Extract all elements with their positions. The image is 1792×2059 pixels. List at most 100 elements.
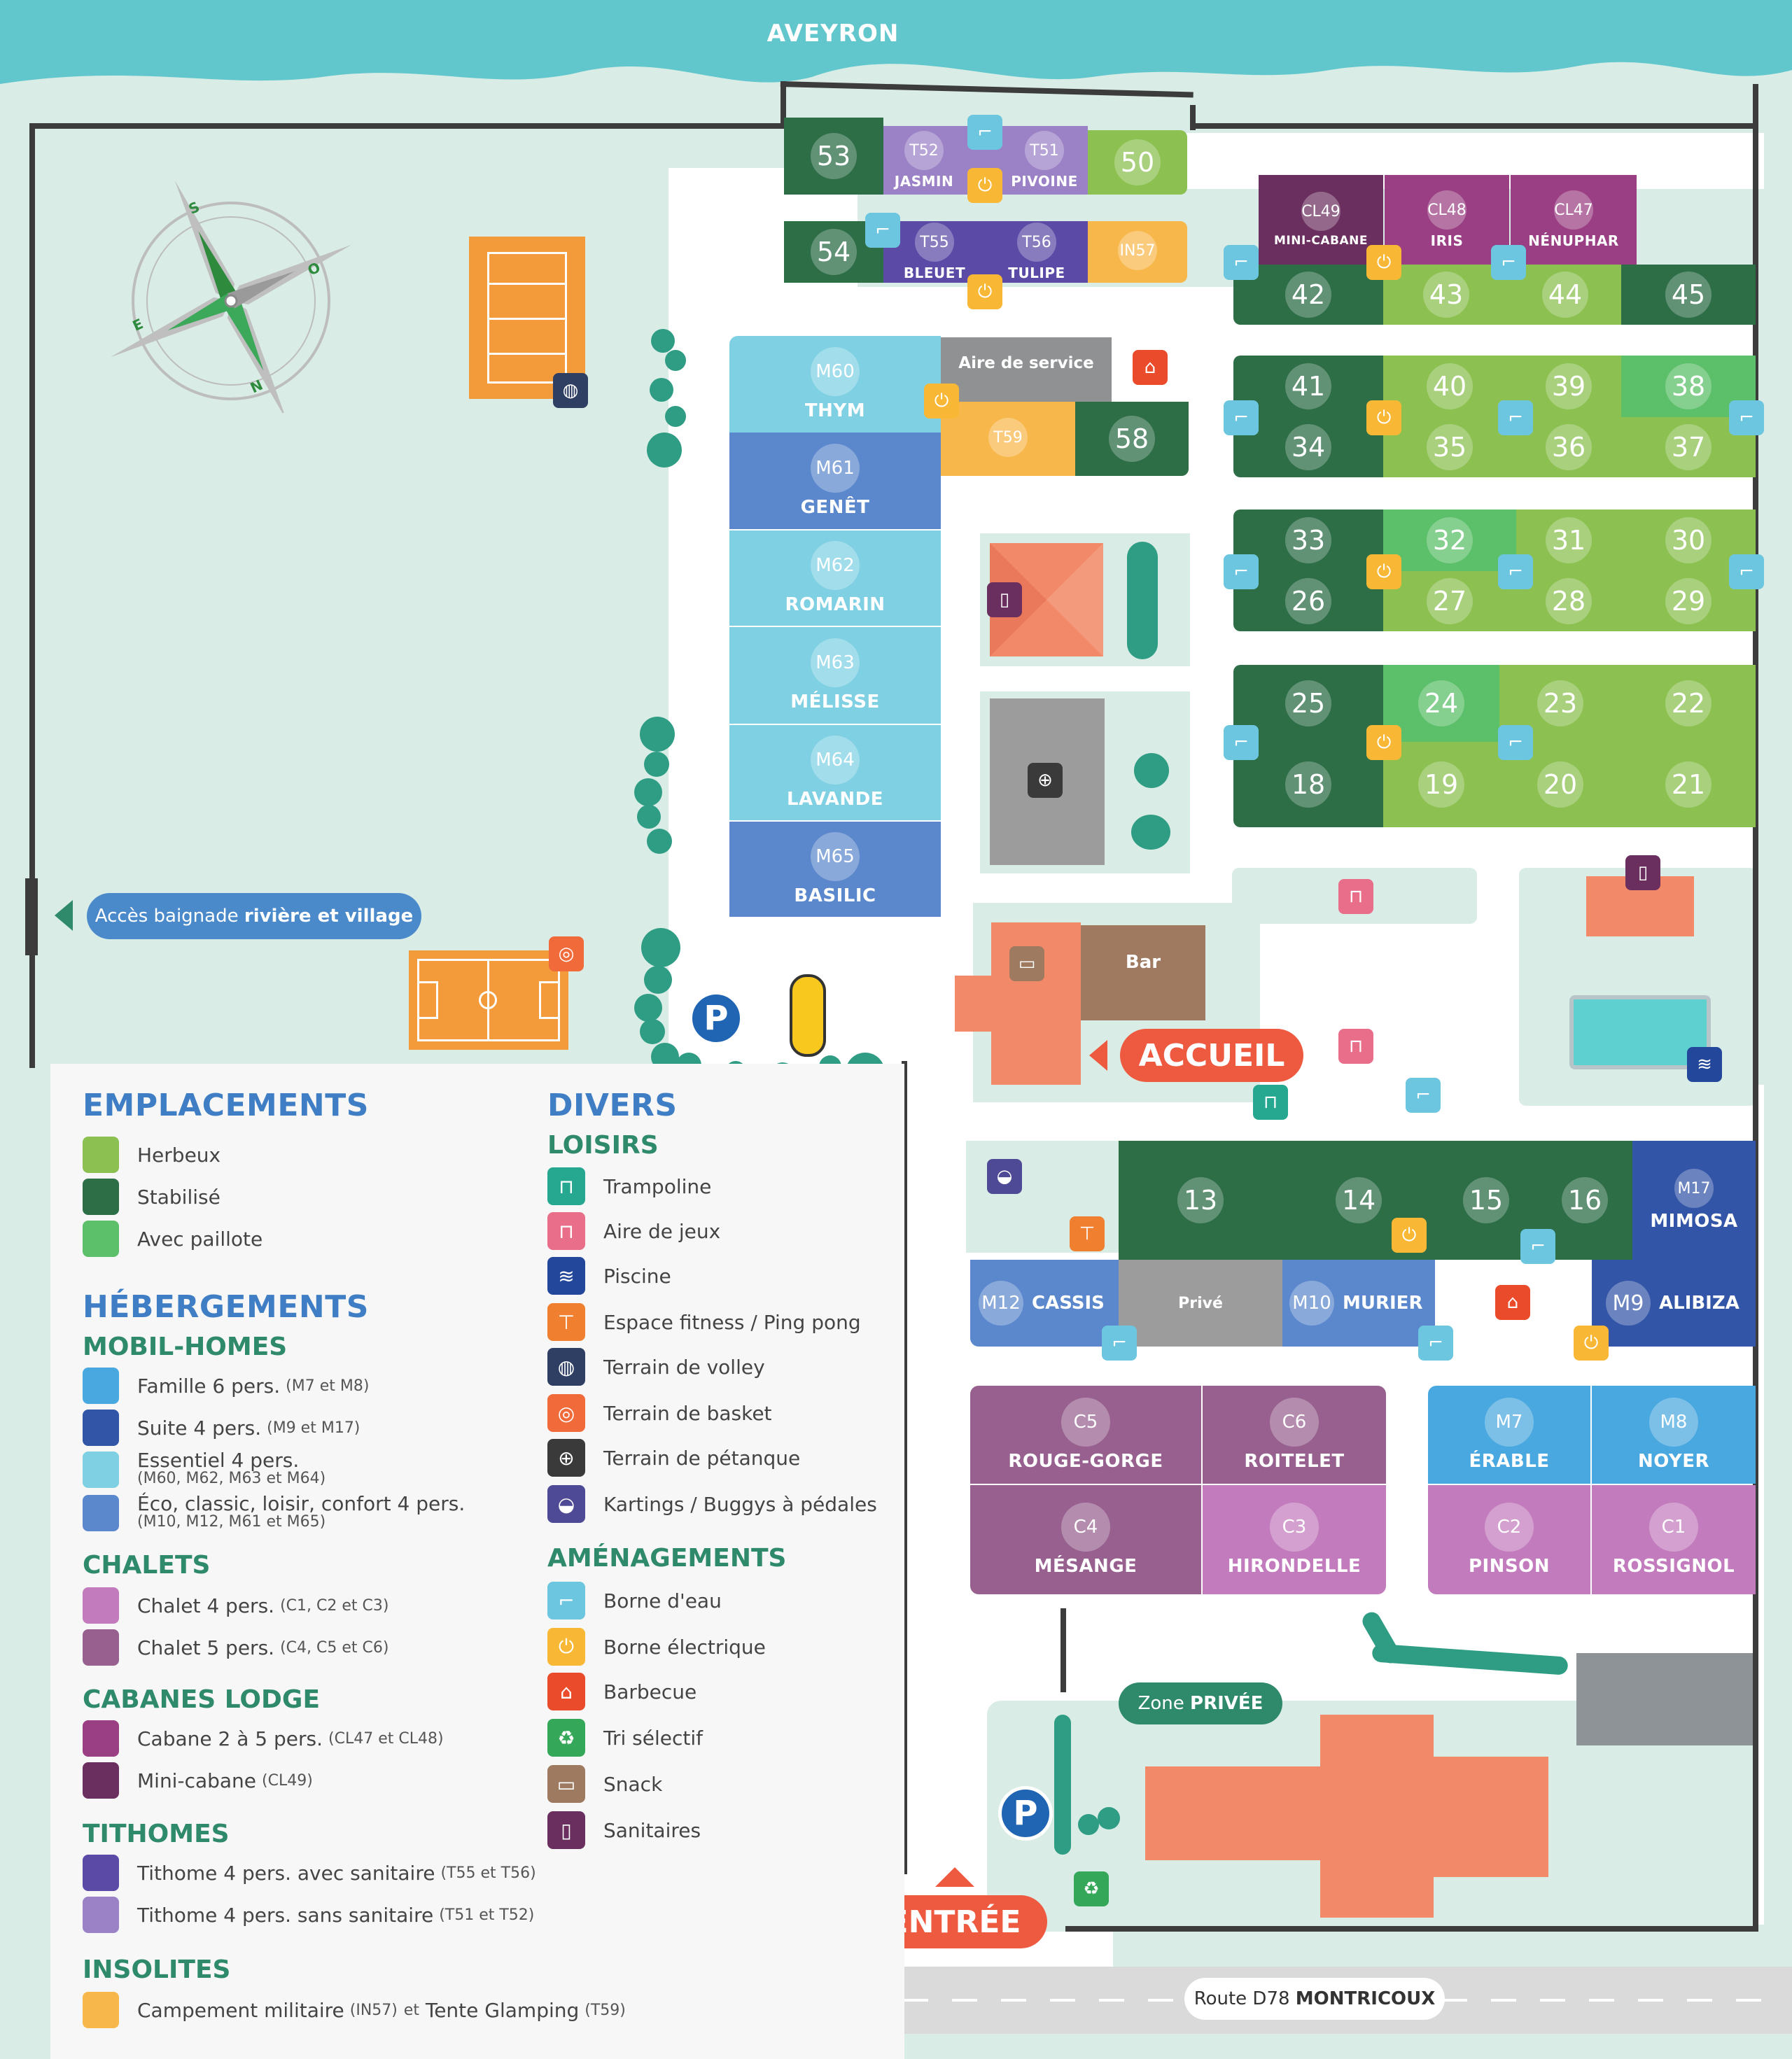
pitch-15[interactable]: 15 — [1435, 1141, 1537, 1260]
legend-loisirs-title: LOISIRS — [547, 1131, 659, 1160]
legend-trampoline: ⊓Trampoline — [547, 1167, 711, 1205]
pitch-43[interactable]: 43 — [1383, 265, 1509, 325]
insolite-in57[interactable]: IN57 — [1088, 221, 1187, 283]
service-area-label: Aire de service — [958, 354, 1094, 372]
legend-borne-electrique: ⏻Borne électrique — [547, 1628, 766, 1666]
tree — [1134, 753, 1169, 788]
access-river-village-label[interactable]: Accès baignade rivière et village — [87, 893, 421, 939]
legend-cabane: Cabane 2 à 5 pers.(CL47 et CL48) — [83, 1720, 444, 1757]
tree — [665, 406, 686, 427]
legend-paillote: Avec paillote — [83, 1221, 262, 1257]
pitch-22[interactable]: 22 — [1621, 665, 1756, 742]
pitch-29[interactable]: 29 — [1621, 571, 1756, 631]
pitch-23[interactable]: 23 — [1499, 665, 1621, 742]
pitch-31[interactable]: 31 — [1516, 510, 1621, 571]
pitch-50[interactable]: 50 — [1088, 130, 1187, 195]
playground-icon: ⊓ — [1338, 879, 1373, 914]
volleyball-icon: ◍ — [547, 1348, 585, 1386]
pitch-45[interactable]: 45 — [1621, 265, 1756, 325]
pitch-21[interactable]: 21 — [1621, 742, 1756, 827]
swatch — [83, 1587, 119, 1624]
mobilhome-name: ALIBIZA — [1659, 1293, 1740, 1314]
pitch-44[interactable]: 44 — [1509, 265, 1621, 325]
tree — [640, 1019, 665, 1044]
reception-wing — [955, 976, 1011, 1032]
pool-icon: ≋ — [1687, 1047, 1722, 1082]
trampoline-icon: ⊓ — [1253, 1085, 1288, 1120]
tree — [647, 829, 672, 854]
pitch-58[interactable]: 58 — [1075, 402, 1189, 476]
tree — [1131, 815, 1170, 850]
legend-hebergements-title: HÉBERGEMENTS — [83, 1289, 369, 1325]
pitch-19[interactable]: 19 — [1383, 742, 1499, 827]
swatch — [83, 1179, 119, 1215]
parking-sign: P — [998, 1786, 1053, 1841]
mobilhome-m12[interactable]: M12 CASSIS — [970, 1260, 1119, 1347]
legend-tithome-sans: Tithome 4 pers. sans sanitaire(T51 et T5… — [83, 1897, 534, 1933]
service-area — [941, 337, 1112, 402]
pitch-28[interactable]: 28 — [1516, 571, 1621, 631]
petanque-icon: ⊕ — [1028, 763, 1063, 798]
pitch-20[interactable]: 20 — [1499, 742, 1621, 827]
pitch-32[interactable]: 32 — [1383, 510, 1516, 571]
access-arrow — [55, 900, 73, 931]
pitch-16[interactable]: 16 — [1537, 1141, 1632, 1260]
pitch-25[interactable]: 25 — [1233, 665, 1383, 742]
road-d78-label: Route D78 MONTRICOUX — [1184, 1978, 1445, 2020]
water-tap-icon: ⌐ — [1406, 1078, 1441, 1113]
barbecue-icon: ⌂ — [1495, 1285, 1530, 1320]
pitch-24[interactable]: 24 — [1383, 665, 1499, 742]
water-tap-icon: ⌐ — [1729, 400, 1764, 435]
pitch-18[interactable]: 18 — [1233, 742, 1383, 827]
pitch-53[interactable]: 53 — [784, 118, 883, 195]
pitch-39[interactable]: 39 — [1516, 356, 1621, 417]
reception-label[interactable]: ACCUEIL — [1120, 1029, 1303, 1082]
legend-insolites-title: INSOLITES — [83, 1955, 231, 1984]
electric-plug-icon: ⏻ — [967, 168, 1002, 203]
swatch — [83, 1368, 119, 1404]
pitch-13[interactable]: 13 — [1119, 1141, 1282, 1260]
electric-plug-icon: ⏻ — [967, 274, 1002, 309]
legend-tithome-avec: Tithome 4 pers. avec sanitaire(T55 et T5… — [83, 1855, 536, 1891]
tree — [651, 329, 675, 353]
snack-icon: ▭ — [547, 1765, 585, 1803]
pitch-35[interactable]: 35 — [1383, 417, 1516, 477]
swatch — [83, 1897, 119, 1933]
pitch-27[interactable]: 27 — [1383, 571, 1516, 631]
glamping-t59[interactable]: T59 — [941, 402, 1075, 476]
tree — [1054, 1715, 1071, 1855]
pitch-30[interactable]: 30 — [1621, 510, 1756, 571]
pitch-40[interactable]: 40 — [1383, 356, 1516, 417]
pitch-26[interactable]: 26 — [1233, 571, 1383, 631]
tree — [1098, 1807, 1120, 1829]
mobilhome-m10[interactable]: M10 MURIER — [1282, 1260, 1435, 1347]
private-house — [1320, 1715, 1434, 1918]
pitch-34[interactable]: 34 — [1233, 417, 1383, 477]
mobilhome-m9[interactable]: M9 ALIBIZA — [1592, 1260, 1756, 1347]
playground-icon: ⊓ — [1338, 1029, 1373, 1064]
water-tap-icon: ⌐ — [1491, 245, 1526, 280]
pitch-36[interactable]: 36 — [1516, 417, 1621, 477]
